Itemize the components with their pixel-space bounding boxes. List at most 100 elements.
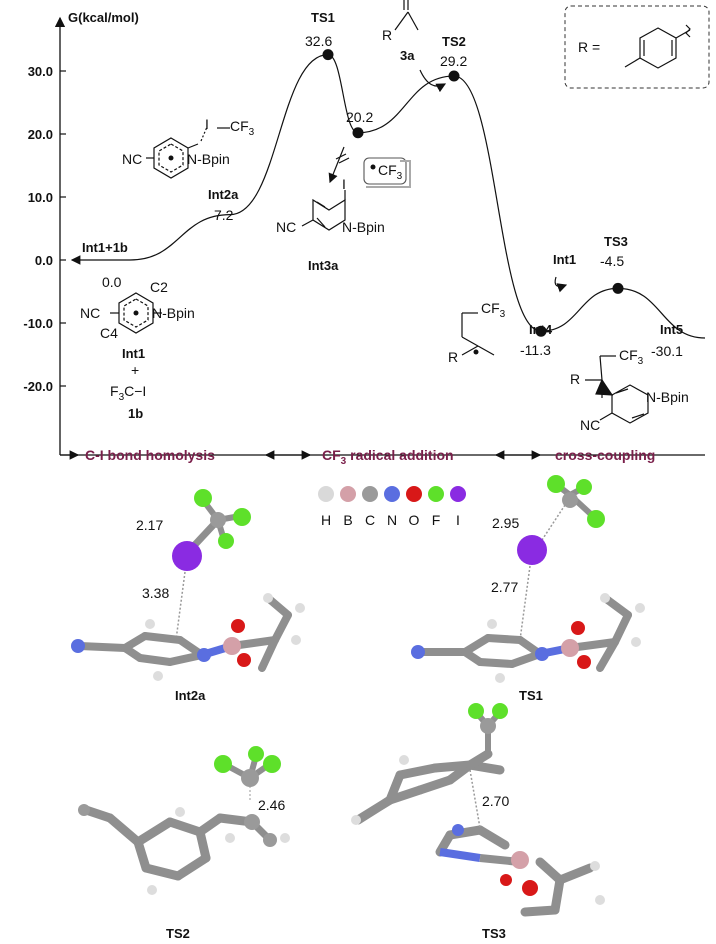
ts2-distance: 2.46 [258,797,285,813]
y-tick-label: -20.0 [23,379,53,394]
int5-structure [585,355,649,424]
reagent-1b-label: 1b [128,406,143,421]
ts3-model-label: TS3 [482,926,506,941]
ts1-label: TS1 [311,10,335,25]
substrate-3a-r: R [382,27,392,43]
ts2-model-label: TS2 [166,926,190,941]
energy-point-ts3 [612,282,624,294]
y-tick-label: 0.0 [35,253,53,268]
int2a-radical-dot [168,155,174,161]
int5-value: -30.1 [651,343,683,359]
int2a-structure [146,126,230,179]
substrate-3a-structure [394,0,447,93]
energy-point-ts2 [448,70,460,82]
int5-nc: NC [580,417,600,433]
int2a-3d-model: 2.17 3.38 Int2a [71,489,305,703]
energy-point-int4 [535,325,547,337]
int4-label: Int4 [529,322,553,337]
int5-label: Int5 [660,322,683,337]
section-cross-coupling: cross-coupling [555,447,655,463]
legend-atom-h [318,486,334,502]
int4-structure [461,276,568,356]
int2a-iodine: I [205,116,209,132]
y-tick-label: 30.0 [28,64,53,79]
int4-value: -11.3 [520,342,551,358]
int1-structure [110,292,162,334]
cf3-radical-box: CF3 [363,157,411,188]
int5-cf3: CF3 [619,347,644,367]
legend-label-b: B [343,512,352,528]
int3a-iodine: I [342,176,346,192]
ts1-model-label: TS1 [519,688,543,703]
ts3-3d-model: 2.70 TS3 [351,703,605,941]
y-axis: G(kcal/mol) 30.0 20.0 10.0 0.0 -10.0 -20.0 [23,10,139,455]
int1-c2-label: C2 [150,279,168,295]
int2a-label: Int2a [208,187,239,202]
int1-1b-value: 0.0 [102,274,122,290]
int2a-value: 7.2 [214,207,234,223]
ts3-label: TS3 [604,234,628,249]
r-equals-label: R = [578,39,600,55]
int2a-distance-2: 3.38 [142,585,169,601]
legend-atom-b [340,486,356,502]
ts1-3d-model: 2.95 2.77 TS1 [411,475,645,703]
int3a-label: Int3a [308,258,339,273]
cf3-radical-label: CF3 [378,162,403,182]
legend-label-c: C [365,512,375,528]
int1-1b-label: Int1+1b [82,240,128,255]
ts1-distance-1: 2.95 [492,515,519,531]
ts1-distance-2: 2.77 [491,579,518,595]
int1-nc: NC [80,305,100,321]
y-tick-label: -10.0 [23,316,53,331]
legend-label-i: I [456,512,460,528]
cf3-radical-dot [370,164,376,170]
ts1-value: 32.6 [305,33,332,49]
int1-label: Int1 [122,346,145,361]
int1-radical-dot [133,310,139,316]
int2a-cf3: CF3 [230,118,255,138]
legend-label-h: H [321,512,331,528]
int1-arrow-label: Int1 [553,252,576,267]
legend-atom-f [428,486,444,502]
energy-point-int3a [352,127,364,139]
legend-label-f: F [432,512,441,528]
legend-atom-n [384,486,400,502]
int1-n-bpin: N-Bpin [152,305,195,321]
ts2-3d-model: 2.46 TS2 [78,746,290,941]
int2a-n-bpin: N-Bpin [187,151,230,167]
int4-cf3: CF3 [481,300,506,320]
int4-radical-dot [473,349,479,355]
ts2-value: 29.2 [440,53,467,69]
int2a-model-label: Int2a [175,688,206,703]
int3a-value: 20.2 [346,109,373,125]
int1-c4-label: C4 [100,325,118,341]
section-cf3-addition: CF3 radical addition [322,447,454,467]
y-tick-label: 20.0 [28,127,53,142]
legend-atom-o [406,486,422,502]
energy-profile-curve [129,54,706,339]
int2a-nc: NC [122,151,142,167]
int2a-distance-1: 2.17 [136,517,163,533]
section-ci-homolysis: C-I bond homolysis [85,447,215,463]
int5-n-bpin: N-Bpin [646,389,689,405]
int3a-n-bpin: N-Bpin [342,219,385,235]
ts2-label: TS2 [442,34,466,49]
int3a-nc: NC [276,219,296,235]
int5-r: R [570,371,580,387]
legend-atom-c [362,486,378,502]
cf3i-label: F3C−I [110,383,146,403]
legend-label-o: O [409,512,420,528]
ts3-value: -4.5 [600,253,624,269]
y-tick-label: 10.0 [28,190,53,205]
ts3-distance: 2.70 [482,793,509,809]
y-axis-label: G(kcal/mol) [68,10,139,25]
substrate-3a-label: 3a [400,48,415,63]
int4-r: R [448,349,458,365]
energy-point-ts1 [322,49,334,61]
int3a-structure [301,146,350,231]
plus-sign: + [131,362,139,378]
legend-label-n: N [387,512,397,528]
r-definition-box: R = [564,5,710,89]
